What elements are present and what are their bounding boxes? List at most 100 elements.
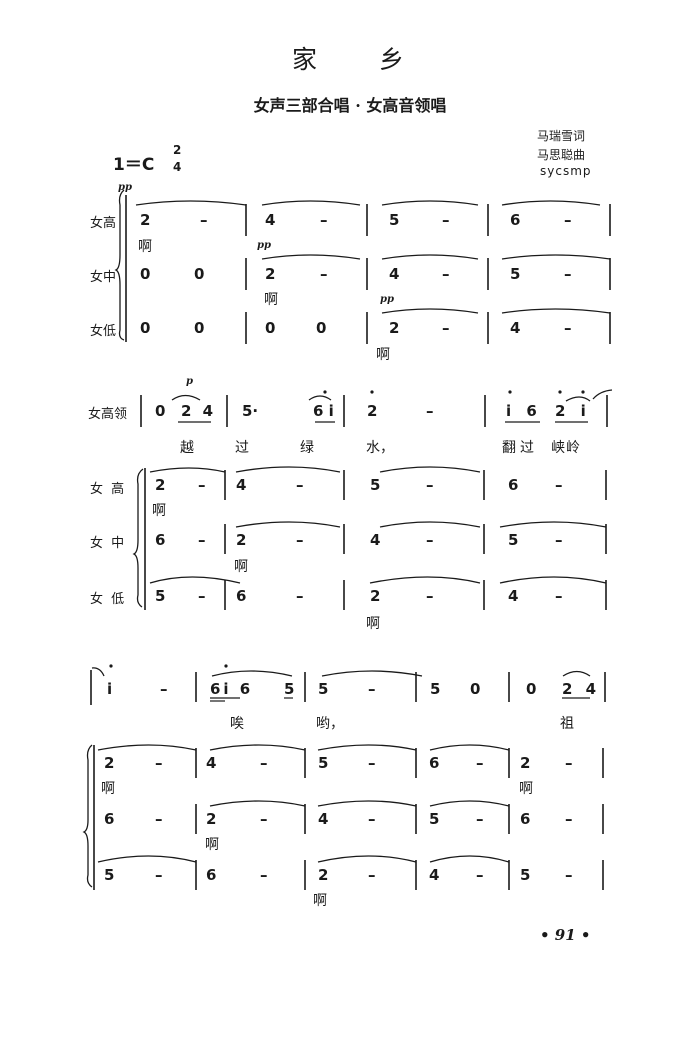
note: – <box>260 810 268 828</box>
note: 2 <box>520 754 531 772</box>
note: 4 <box>265 211 276 229</box>
dynamic-pp: pp <box>118 182 132 193</box>
note: 0 <box>470 680 481 698</box>
note: 2 <box>104 754 115 772</box>
note: – <box>565 866 573 884</box>
note: 4 <box>510 319 521 337</box>
note: 5 <box>510 265 521 283</box>
note: – <box>476 810 484 828</box>
lyric: 过 <box>235 440 249 456</box>
note: 2 <box>236 531 247 549</box>
note: – <box>260 866 268 884</box>
part-label-soprano: 女高 <box>90 216 117 231</box>
part-label-low: 女 低 <box>90 592 127 607</box>
note: 4 <box>429 866 440 884</box>
note: – <box>426 531 434 549</box>
lyric-ah: 啊 <box>234 559 248 575</box>
note: 4 <box>389 265 400 283</box>
note: 2 i <box>555 402 591 420</box>
note: – <box>564 265 572 283</box>
note: 4 <box>206 754 217 772</box>
page-number: • 91 • <box>540 926 591 944</box>
note: 2 <box>367 402 378 420</box>
note: – <box>320 211 328 229</box>
lyric: 祖 <box>560 716 574 732</box>
note: – <box>368 810 376 828</box>
note: 6 <box>206 866 217 884</box>
note: – <box>426 402 434 420</box>
note: – <box>368 680 376 698</box>
note: – <box>260 754 268 772</box>
key-signature: 1＝C <box>113 155 155 175</box>
note: 2 <box>155 476 166 494</box>
note: – <box>565 754 573 772</box>
note: 5 <box>389 211 400 229</box>
note: 6 <box>236 587 247 605</box>
note: 0 <box>265 319 276 337</box>
song-title: 家 乡 <box>291 45 408 74</box>
note: 2 4 <box>562 680 601 698</box>
part-label-low: 女低 <box>90 324 117 339</box>
note: – <box>155 810 163 828</box>
note: 4 <box>236 476 247 494</box>
lyric-ah: 啊 <box>376 347 390 363</box>
note: 4 <box>370 531 381 549</box>
note: 2 <box>206 810 217 828</box>
lyric-ah: 啊 <box>519 781 533 797</box>
time-signature-top: 2 <box>173 143 182 157</box>
lyric: 越 <box>180 440 194 456</box>
note: 5· <box>242 402 259 420</box>
note: – <box>198 476 206 494</box>
note: – <box>442 211 450 229</box>
system2-brace <box>132 468 144 608</box>
lyric: 绿 <box>300 440 314 456</box>
note: 5 <box>370 476 381 494</box>
note: 5 <box>429 810 440 828</box>
note: 5 <box>104 866 115 884</box>
note: 5 <box>318 680 329 698</box>
lyric: 哟， <box>316 716 344 732</box>
dynamic-pp: pp <box>257 240 271 251</box>
note: 4 <box>508 587 519 605</box>
note: – <box>442 265 450 283</box>
note: 4 <box>318 810 329 828</box>
part-label-solo: 女高领 <box>88 407 128 422</box>
note: – <box>368 754 376 772</box>
note: – <box>555 531 563 549</box>
composer-credit: 马思聪曲 <box>537 148 586 162</box>
lyric: 水， <box>366 440 394 456</box>
watermark-text: sycsmp <box>540 164 592 178</box>
note: – <box>442 319 450 337</box>
note: 5 <box>520 866 531 884</box>
note: 6i 6 <box>210 680 254 698</box>
note: 6 <box>520 810 531 828</box>
note: 5 <box>155 587 166 605</box>
note: – <box>565 810 573 828</box>
note: 6 <box>429 754 440 772</box>
note: 6 <box>104 810 115 828</box>
note: – <box>296 587 304 605</box>
note: – <box>296 531 304 549</box>
note: 0 <box>140 319 151 337</box>
note: – <box>476 866 484 884</box>
lyric-ah: 啊 <box>313 893 327 909</box>
lyric: 翻过 <box>502 440 538 456</box>
note: 0 <box>140 265 151 283</box>
lyric-ah: 啊 <box>366 616 380 632</box>
note: – <box>564 211 572 229</box>
note: i 6 <box>506 402 542 420</box>
note: – <box>368 866 376 884</box>
lyric-ah: 啊 <box>152 503 166 519</box>
note: 2 <box>140 211 151 229</box>
note: 2 <box>370 587 381 605</box>
note: – <box>555 476 563 494</box>
dynamic-p: p <box>186 376 193 387</box>
song-subtitle: 女声三部合唱 · 女高音领唱 <box>253 96 447 115</box>
note: 5 <box>284 680 295 698</box>
note: 6 <box>508 476 519 494</box>
note: 0 <box>194 319 205 337</box>
note: – <box>555 587 563 605</box>
note: i <box>107 680 113 698</box>
note: 6 <box>510 211 521 229</box>
